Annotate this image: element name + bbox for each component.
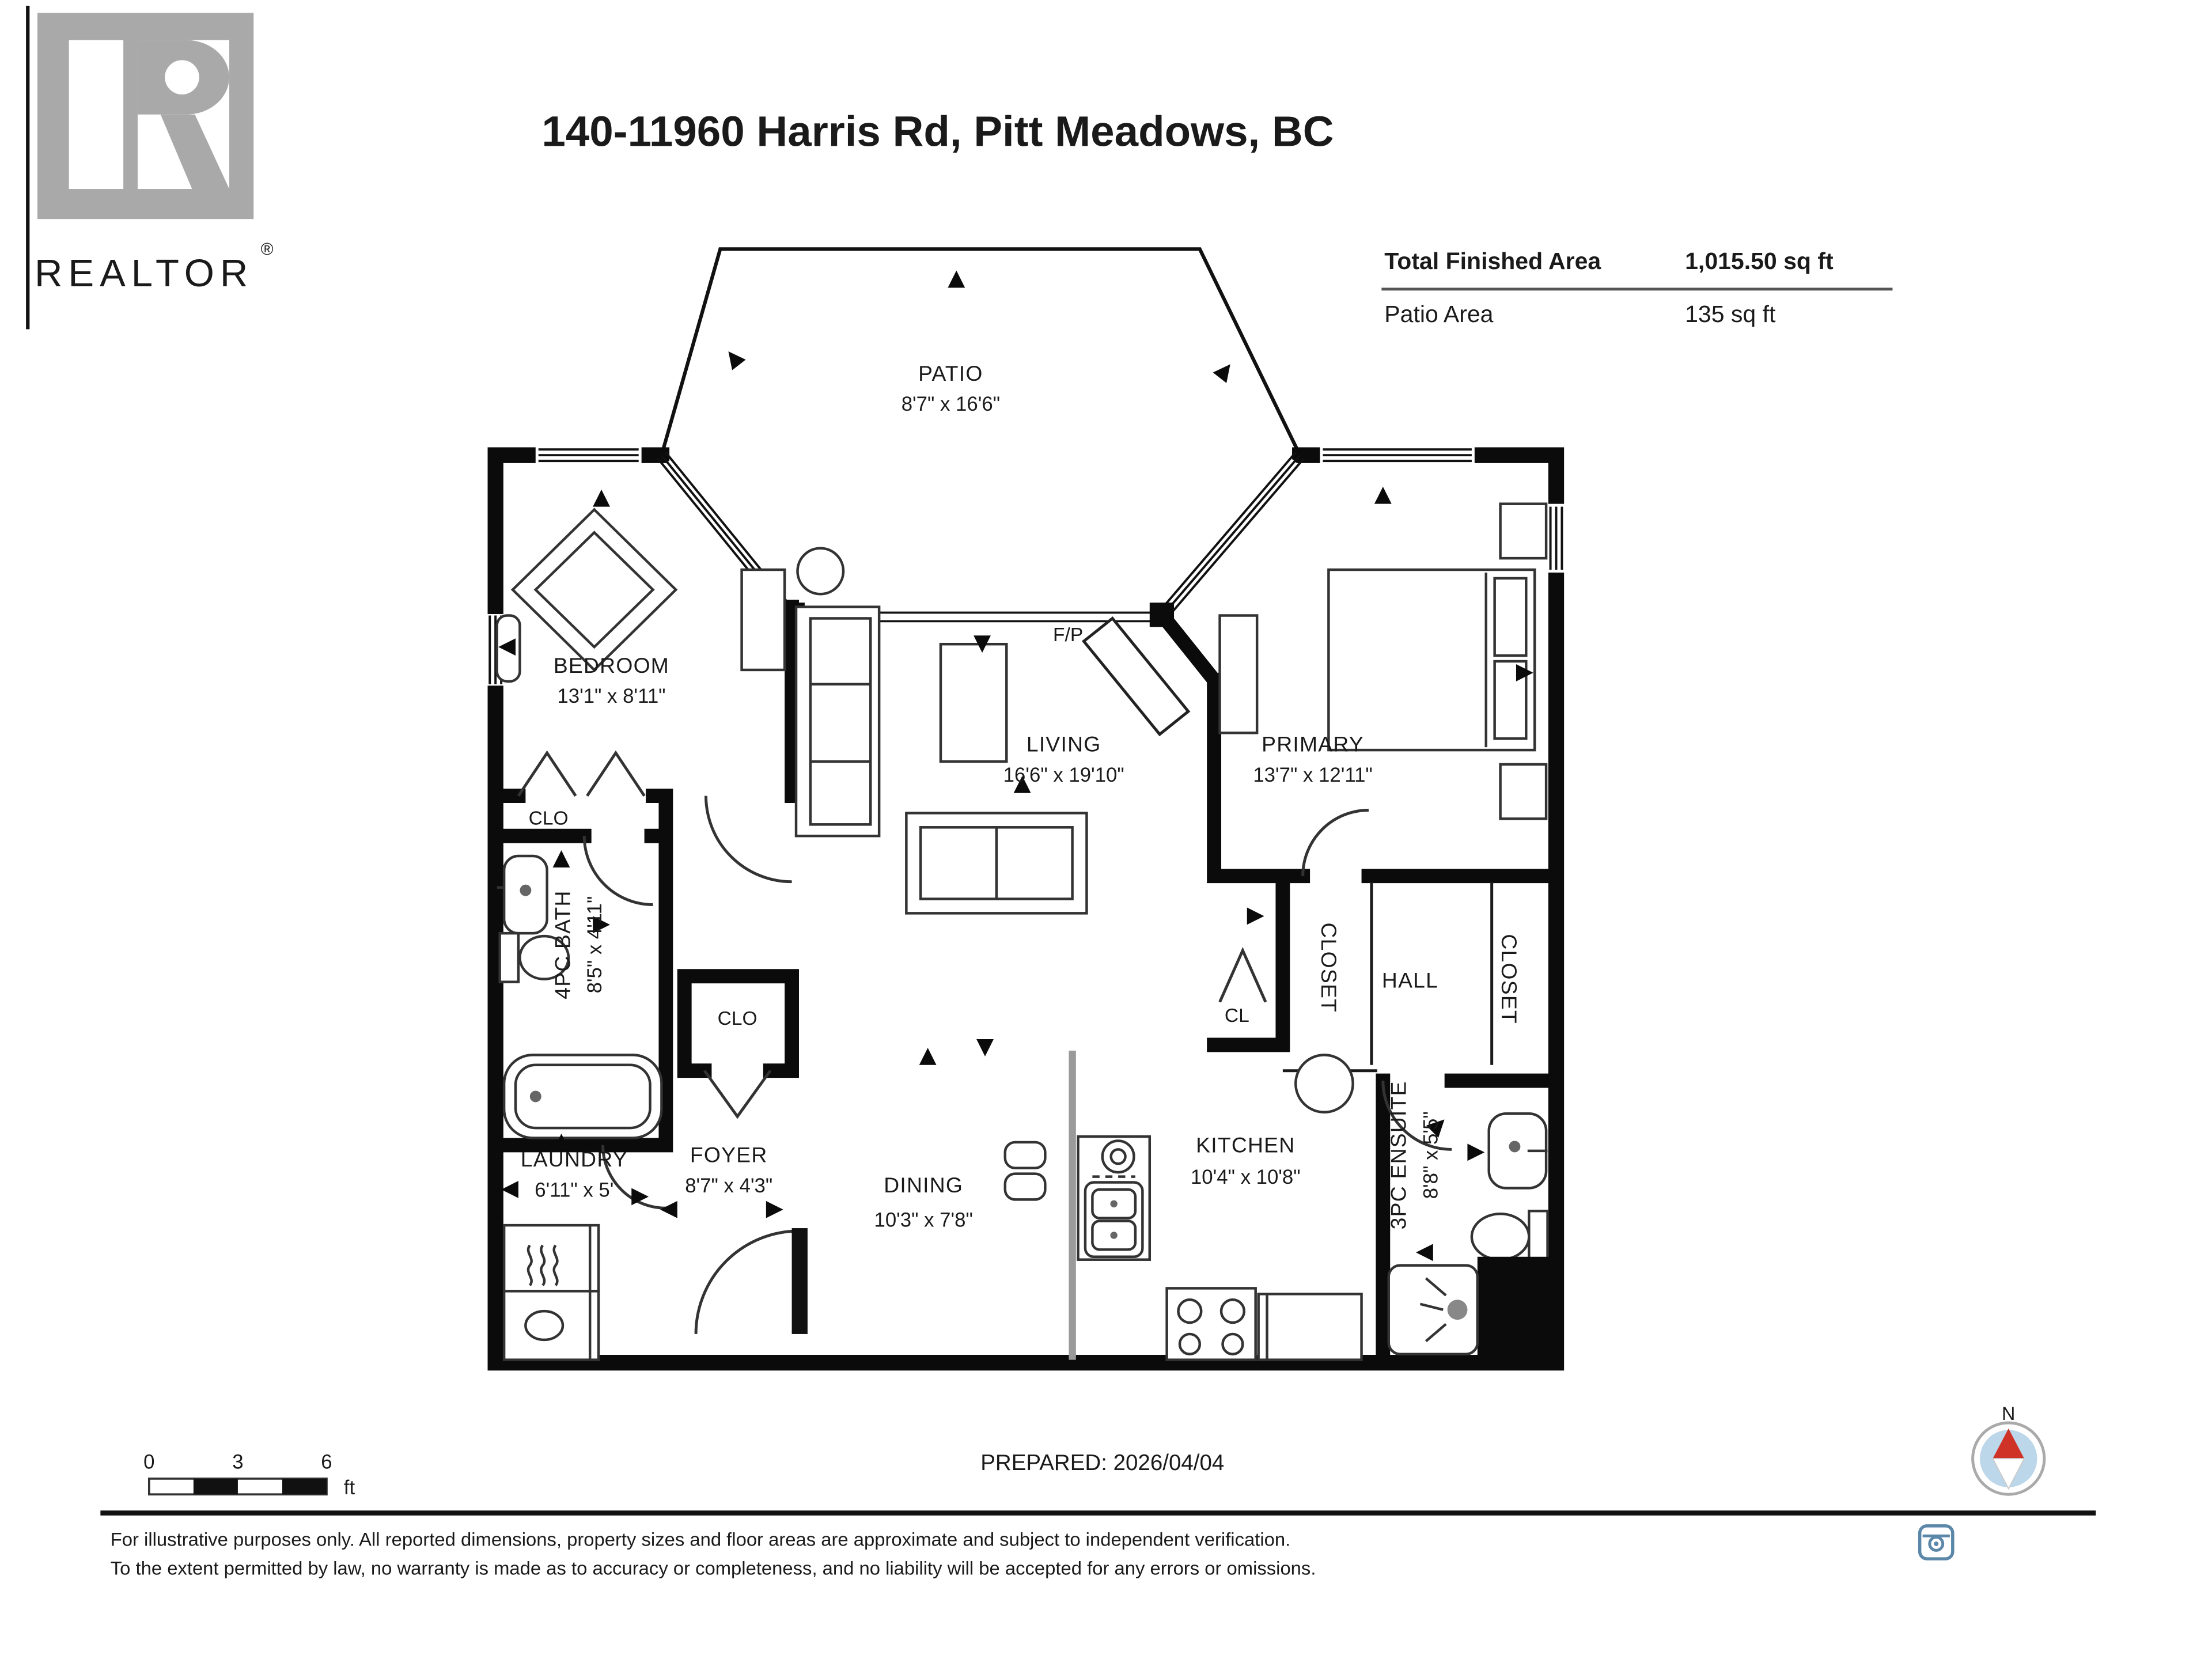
interior-walls: [488, 600, 1563, 1370]
room-dims-kitchen: 10'4" x 10'8": [1191, 1166, 1301, 1188]
room-dims-primary: 13'7" x 12'11": [1253, 764, 1372, 786]
room-label-laundry: LAUNDRY: [521, 1147, 628, 1171]
scale-tick-0: 0: [143, 1452, 154, 1474]
room-label-foyer-closet: CLO: [718, 1008, 757, 1029]
room-dims-dining: 10'3" x 7'8": [874, 1210, 973, 1232]
laundry-appliances: [502, 1224, 600, 1361]
entry-door-leaf: [791, 1228, 808, 1334]
patio-area-label: Patio Area: [1384, 301, 1493, 327]
room-label-dining: DINING: [884, 1173, 963, 1197]
bedroom-window: [535, 446, 642, 465]
disclaimer-line2: To the extent permitted by law, no warra…: [111, 1557, 1316, 1578]
compass-north-label: N: [2002, 1403, 2015, 1424]
room-label-patio: PATIO: [918, 361, 983, 385]
iguide-camera-icon: [1918, 1524, 1955, 1560]
patio-area-value: 135 sq ft: [1685, 301, 1776, 327]
primary-window: [1320, 446, 1475, 465]
primary-side-window: [1547, 503, 1566, 573]
room-label-hall: HALL: [1382, 968, 1438, 993]
scale-tick-3: 3: [232, 1452, 243, 1474]
patio-outline: [660, 247, 1302, 456]
page-edge-line: [26, 5, 30, 329]
room-label-primary: PRIMARY: [1262, 732, 1364, 756]
room-dims-ensuite: 8'8" x 5'5": [1420, 1111, 1442, 1199]
iguide-logo: [1918, 1524, 1955, 1560]
ensuite-door-arc: [1381, 1081, 1452, 1151]
realtor-logo-icon: [37, 13, 254, 219]
primary-door-arc: [1301, 808, 1369, 876]
room-label-bath: 4PC BATH: [550, 890, 574, 999]
bay-window-right: [1157, 451, 1305, 620]
kitchen-fixtures: [1003, 1050, 1363, 1361]
scale-unit: ft: [344, 1477, 355, 1499]
room-label-fireplace: F/P: [1053, 624, 1083, 646]
room-label-foyer: FOYER: [690, 1143, 768, 1167]
total-area-label: Total Finished Area: [1384, 248, 1601, 274]
bedroom-closet-bifold: [517, 750, 646, 797]
bedroom-furniture: [495, 507, 786, 683]
room-label-closet-right: CLOSET: [1497, 934, 1521, 1024]
foyer-closet-bifold: [703, 1070, 772, 1119]
room-dims-patio: 8'7" x 16'6": [902, 393, 1000, 415]
scale-tick-6: 6: [321, 1452, 332, 1474]
compass-icon: N: [1971, 1403, 2046, 1496]
room-label-small-closet: CL: [1225, 1005, 1249, 1027]
room-label-bedroom-closet: CLO: [529, 808, 569, 829]
registered-trademark-symbol: ®: [261, 240, 274, 259]
room-dims-foyer: 8'7" x 4'3": [685, 1175, 772, 1197]
entry-door-arc: [694, 1229, 799, 1334]
fireplace-icon: [1081, 616, 1191, 737]
disclaimer-line1: For illustrative purposes only. All repo…: [111, 1529, 1290, 1550]
ceiling-light-icon: [1294, 1054, 1354, 1114]
ensuite-fixtures: [1387, 1112, 1558, 1363]
area-table: Total Finished Area 1,015.50 sq ft Patio…: [1381, 248, 1893, 327]
page-title: 140-11960 Harris Rd, Pitt Meadows, BC: [541, 107, 1334, 155]
room-label-closet-left: CLOSET: [1317, 923, 1341, 1013]
bath-door-arc: [582, 836, 653, 906]
direction-arrows: [498, 270, 1533, 1262]
bedroom-door-arc: [704, 796, 792, 884]
floor-plan-drawing: PATIO 8'7" x 16'6" BEDROOM 13'1" x 8'11"…: [485, 247, 1566, 1371]
bath-fixtures: [497, 854, 663, 1139]
realtor-wordmark: REALTOR: [35, 252, 253, 295]
room-label-ensuite: 3PC ENSUITE: [1387, 1081, 1411, 1229]
scale-bar: 0 3 6 ft: [143, 1452, 355, 1499]
small-closet-bifold: [1218, 946, 1267, 1003]
laundry-door-arc: [601, 1145, 666, 1210]
room-dims-laundry: 6'11" x 5': [535, 1179, 613, 1201]
living-furniture: [794, 547, 1088, 915]
room-dims-bath: 8'5" x 4'11": [584, 896, 606, 994]
room-dims-bedroom: 13'1" x 8'11": [557, 685, 665, 707]
room-label-kitchen: KITCHEN: [1196, 1132, 1295, 1157]
room-label-living: LIVING: [1027, 732, 1101, 756]
room-label-bedroom: BEDROOM: [554, 653, 669, 677]
room-dims-living: 16'6" x 19'10": [1003, 764, 1124, 786]
total-area-value: 1,015.50 sq ft: [1685, 248, 1834, 274]
prepared-date: PREPARED: 2026/04/04: [980, 1450, 1224, 1475]
